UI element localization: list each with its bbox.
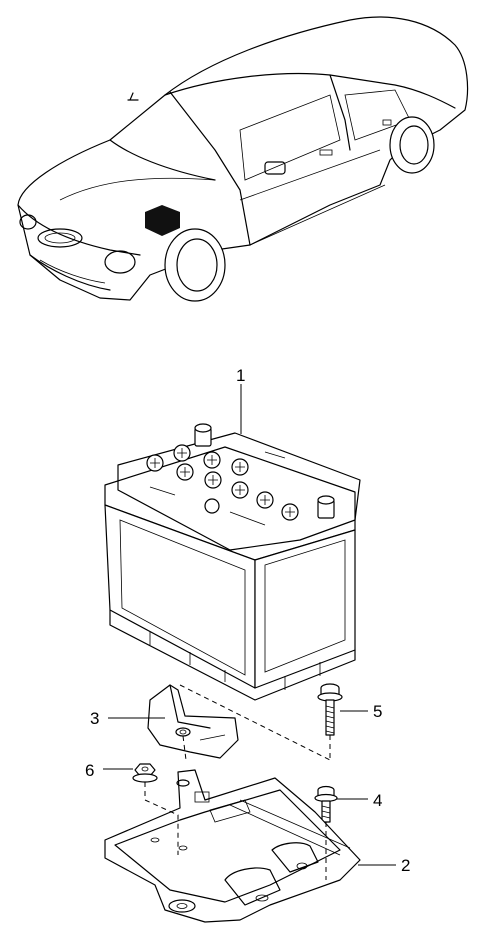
- bolt-long-illustration: [317, 683, 343, 736]
- callout-4: 4: [373, 791, 382, 810]
- callout-6: 6: [85, 761, 94, 780]
- battery-location-marker: [145, 205, 180, 236]
- assembly-lines: [144, 684, 331, 880]
- callout-labels: 1 2 3 4 5 6: [85, 366, 410, 875]
- nut-illustration: [132, 763, 158, 783]
- battery-clamp-illustration: [147, 684, 239, 759]
- bolt-short-illustration: [314, 785, 338, 823]
- battery-illustration: [104, 423, 361, 701]
- callout-3: 3: [90, 709, 99, 728]
- battery-tray-illustration: [104, 769, 361, 923]
- callout-5: 5: [373, 702, 382, 721]
- callout-1: 1: [236, 366, 245, 385]
- car-illustration: [17, 16, 469, 302]
- callout-2: 2: [401, 856, 410, 875]
- leader-lines: [103, 384, 396, 866]
- cell-caps: [146, 444, 299, 521]
- battery-terminals: [194, 423, 335, 519]
